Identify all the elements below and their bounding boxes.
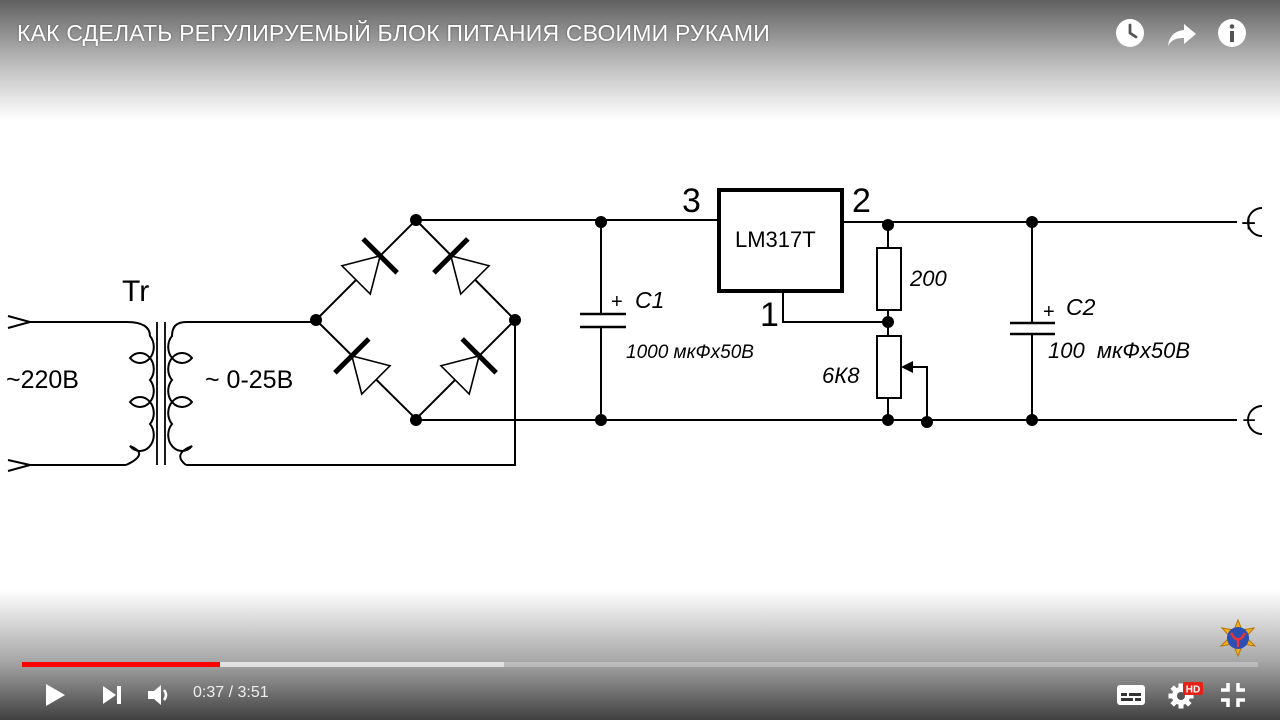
lm317-regulator [717,188,844,293]
play-icon [46,684,65,706]
buffered-bar [22,662,505,667]
c1-value-label: 1000 мкФх50В [626,342,754,363]
gear-icon: HD [1168,682,1203,709]
info-button[interactable] [1215,16,1249,50]
plus-terminal [1247,207,1263,237]
c1-plus-label: + [611,291,623,313]
hd-badge: HD [1186,685,1200,696]
input-terminal-bottom [7,459,31,472]
transformer-label: Tr [122,275,149,308]
top-gradient [0,0,1280,120]
minus-terminal-label: − [1242,407,1256,434]
progress-track [22,662,1258,667]
duration: 3:51 [237,684,269,701]
diode-d3 [333,337,392,396]
next-icon [103,686,121,704]
video-title[interactable]: КАК СДЕЛАТЬ РЕГУЛИРУЕМЫЙ БЛОК ПИТАНИЯ СВ… [17,20,771,46]
progress-bar[interactable] [22,662,1258,667]
r2-value-label: 6К8 [822,363,860,388]
settings-button[interactable]: HD [1166,680,1206,710]
share-button[interactable] [1165,16,1199,50]
pin-adj-label: 1 [760,296,779,334]
regulator-label: LM317T [735,227,816,252]
potentiometer-r2 [876,335,902,399]
time-display: 0:37 / 3:51 [193,684,269,702]
subtitles-button[interactable] [1116,683,1146,707]
diode-d4 [439,337,498,396]
c2-label: C2 [1066,294,1096,320]
diode-bridge [314,218,517,421]
pin-out-label: 2 [852,182,871,220]
transformer-primary [125,321,155,466]
volume-button[interactable] [146,682,174,708]
subtitles-icon [1117,685,1145,705]
diode-d1 [340,237,399,296]
junction-dots [310,214,1038,428]
r1-value-label: 200 [909,266,947,291]
volume-icon [148,685,168,705]
diode-d2 [432,237,491,296]
play-button[interactable] [42,682,68,708]
c2-value-label: 100 мкФх50В [1048,338,1190,363]
minus-terminal [1247,405,1263,435]
pin-in-label: 3 [682,182,701,220]
next-button[interactable] [100,684,124,706]
resistor-r1 [876,247,902,311]
watch-later-button[interactable] [1113,16,1147,50]
c2-plus-label: + [1043,301,1055,323]
played-bar [22,662,220,667]
time-separator: / [224,684,238,701]
plus-terminal-label: + [1241,208,1256,238]
output-voltage-label: ~ 0-25В [205,366,293,394]
info-icon [1218,19,1246,47]
bottom-gradient [0,590,1280,720]
transformer-secondary [167,321,194,466]
hd-badge-bg [1183,682,1203,695]
share-arrow-icon [1168,24,1196,46]
input-terminal-top [7,315,34,329]
current-time: 0:37 [193,684,225,701]
exit-fullscreen-button[interactable] [1219,681,1247,709]
exit-fullscreen-icon [1221,683,1245,707]
c1-label: C1 [635,287,664,313]
input-voltage-label: ~220В [6,366,79,394]
clock-icon [1116,19,1144,47]
channel-watermark-logo[interactable] [1218,618,1258,658]
